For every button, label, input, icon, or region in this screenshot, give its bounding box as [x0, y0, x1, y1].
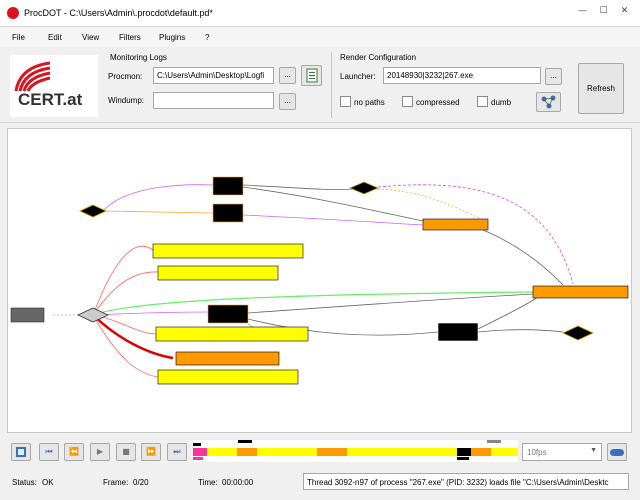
- monitoring-logs-label: Monitoring Logs: [110, 53, 167, 62]
- menu-view[interactable]: View: [82, 33, 100, 42]
- play-icon: ▶: [96, 447, 104, 456]
- procmon-browse-button[interactable]: ...: [279, 67, 296, 84]
- registry-node-1[interactable]: [152, 243, 304, 259]
- frame-value: 0/20: [133, 478, 149, 487]
- stop-button[interactable]: ■: [116, 443, 136, 461]
- launcher-label: Launcher:: [340, 72, 376, 81]
- close-button[interactable]: ✕: [620, 6, 629, 16]
- fast-forward-icon: ⏩: [146, 447, 156, 456]
- window-title: ProcDOT - C:\Users\Admin\.procdot\defaul…: [24, 8, 213, 18]
- thread-node-3[interactable]: [207, 304, 249, 324]
- title-bar: ProcDOT - C:\Users\Admin\.procdot\defaul…: [0, 0, 640, 27]
- windump-browse-button[interactable]: ...: [279, 93, 296, 110]
- registry-node-2[interactable]: [157, 265, 279, 281]
- play-button[interactable]: ▶: [90, 443, 110, 461]
- dumb-checkbox[interactable]: [477, 96, 488, 107]
- next-frame-button[interactable]: ⏩: [141, 443, 161, 461]
- graph-layout-button[interactable]: [536, 92, 561, 112]
- graph-edges: [53, 184, 574, 378]
- compressed-checkbox[interactable]: [402, 96, 413, 107]
- panel-divider: [331, 52, 332, 118]
- process-graph: [10, 176, 629, 385]
- fps-select[interactable]: 10fps ▼: [522, 443, 602, 461]
- thread-node-4[interactable]: [437, 322, 479, 342]
- no-paths-label: no paths: [354, 98, 385, 107]
- skip-back-icon: ⏮: [45, 447, 53, 456]
- status-message: Thread 3092-n97 of process "267.exe" (PI…: [303, 473, 629, 490]
- root-node[interactable]: [10, 307, 45, 323]
- thread-node-1[interactable]: [212, 176, 244, 196]
- procmon-open-button[interactable]: [301, 65, 322, 86]
- windump-input[interactable]: [153, 92, 274, 109]
- file-node-orange-2[interactable]: [532, 285, 629, 299]
- time-label: Time:: [198, 478, 218, 487]
- graph-canvas[interactable]: [7, 128, 632, 433]
- process-diamond-main[interactable]: [77, 307, 109, 323]
- process-diamond-upper[interactable]: [79, 204, 107, 218]
- film-icon: [16, 447, 26, 457]
- graph-icon: [541, 95, 556, 109]
- document-icon: [306, 68, 318, 83]
- menu-edit[interactable]: Edit: [48, 33, 62, 42]
- menu-filters[interactable]: Filters: [119, 33, 141, 42]
- timeline-bars: [193, 440, 518, 462]
- dumb-label: dumb: [491, 98, 512, 107]
- file-node-orange-1[interactable]: [422, 218, 489, 231]
- logo-text: CERT.at: [18, 90, 83, 109]
- menu-file[interactable]: File: [12, 33, 25, 42]
- procmon-input[interactable]: C:\Users\Admin\Desktop\Logfi: [153, 67, 274, 84]
- launcher-browse-button[interactable]: ...: [545, 68, 562, 85]
- logo-arcs: [14, 61, 51, 92]
- toggle-icon: [610, 449, 624, 456]
- frame-label: Frame:: [103, 478, 129, 487]
- maximize-button[interactable]: ☐: [599, 6, 608, 16]
- timeline[interactable]: [193, 440, 518, 462]
- render-config-label: Render Configuration: [340, 53, 417, 62]
- process-diamond-right[interactable]: [348, 181, 380, 195]
- cert-logo: CERT.at: [10, 55, 98, 117]
- process-diamond-far[interactable]: [562, 325, 594, 341]
- registry-node-4[interactable]: [157, 369, 299, 385]
- menu-help[interactable]: ?: [205, 33, 210, 42]
- previous-frame-button[interactable]: ⏪: [64, 443, 84, 461]
- render-toggle-button[interactable]: [607, 443, 627, 461]
- rewind-icon: ⏪: [69, 447, 79, 456]
- procmon-label: Procmon:: [108, 72, 143, 81]
- refresh-button[interactable]: Refresh: [578, 63, 624, 114]
- launcher-input[interactable]: 20148930|3232|267.exe: [383, 67, 541, 84]
- file-node-orange-3[interactable]: [175, 351, 280, 366]
- stop-icon: ■: [122, 447, 130, 456]
- menu-plugins[interactable]: Plugins: [159, 33, 186, 42]
- graph-nodes: [10, 176, 629, 385]
- chevron-down-icon: ▼: [590, 447, 597, 454]
- app-icon: [7, 7, 19, 19]
- fps-value: 10fps: [527, 448, 547, 457]
- snapshot-button[interactable]: [11, 443, 31, 461]
- no-paths-checkbox[interactable]: [340, 96, 351, 107]
- skip-forward-icon: ⏭: [173, 447, 181, 456]
- thread-node-2[interactable]: [212, 203, 244, 223]
- compressed-label: compressed: [416, 98, 460, 107]
- top-panel: CERT.at: [0, 47, 640, 123]
- first-frame-button[interactable]: ⏮: [39, 443, 59, 461]
- windump-label: Windump:: [108, 96, 145, 105]
- status-label: Status:: [12, 478, 37, 487]
- status-value: OK: [42, 478, 54, 487]
- minimize-button[interactable]: —: [578, 6, 587, 16]
- last-frame-button[interactable]: ⏭: [167, 443, 187, 461]
- registry-node-3[interactable]: [155, 326, 309, 342]
- menu-bar: File Edit View Filters Plugins ?: [0, 28, 640, 47]
- time-value: 00:00:00: [222, 478, 254, 487]
